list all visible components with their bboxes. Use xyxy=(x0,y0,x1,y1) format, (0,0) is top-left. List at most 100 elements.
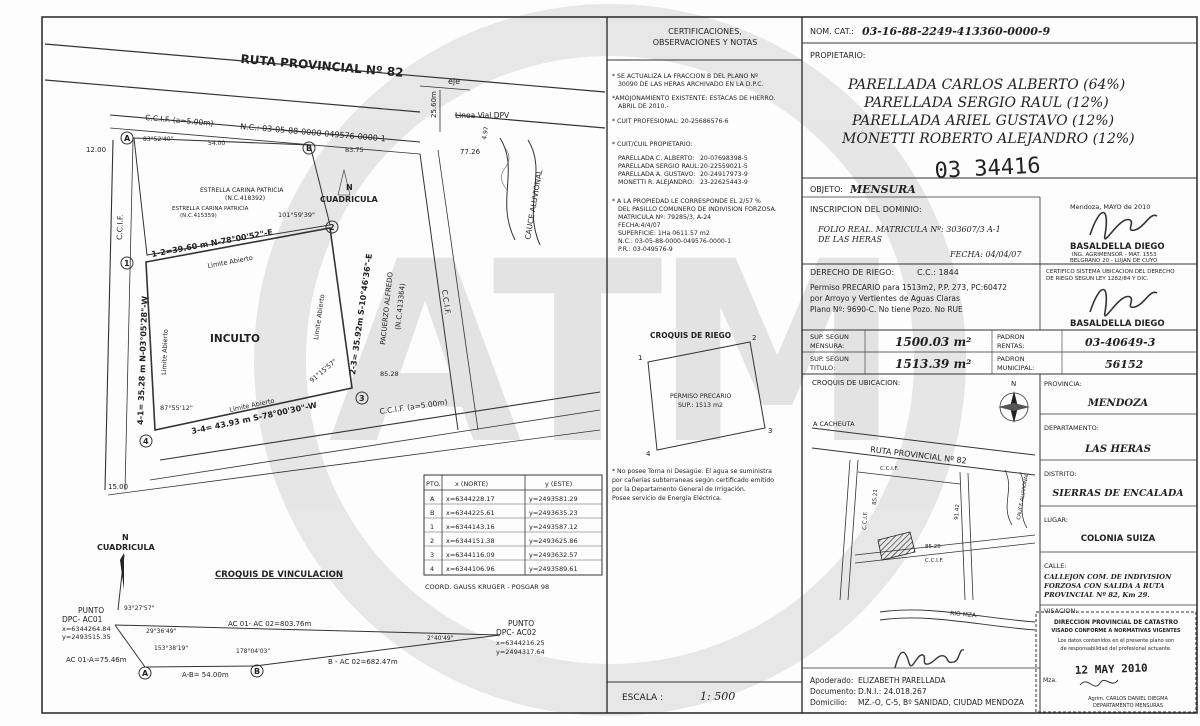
vinc-p2-y: y=2494317.64 xyxy=(496,648,545,656)
distrito-label: DISTRITO: xyxy=(1044,470,1077,478)
sup-titulo-label-2: TITULO: xyxy=(809,364,835,372)
svg-text:PARELLADA A. GUSTAVO:: PARELLADA A. GUSTAVO: xyxy=(618,171,695,178)
vertex-markers: A B 1 2 3 4 xyxy=(120,131,369,448)
parcel-polygon xyxy=(145,227,353,431)
vertex-4: 4 xyxy=(143,437,149,446)
vinc-p1-title: PUNTO xyxy=(78,606,104,615)
svg-text:3: 3 xyxy=(430,551,434,559)
coords-header-y: y (ESTE) xyxy=(545,480,572,488)
estrella-2-nc: (N.C.415359) xyxy=(180,213,217,219)
padron-mun-value: 56152 xyxy=(1105,358,1144,371)
lugar-value: COLONIA SUIZA xyxy=(1081,534,1156,544)
vinc-p2-name: DPC- AC02 xyxy=(496,628,537,637)
vertex-a: A xyxy=(124,134,131,143)
owner-4: MONETTI ROBERTO ALEJANDRO (12%) xyxy=(841,131,1135,147)
svg-text:y=2493625.86: y=2493625.86 xyxy=(529,537,578,545)
stamp-mza: Mza. xyxy=(1043,677,1057,684)
vinc-p1-name: DPC- AC01 xyxy=(62,615,103,624)
vinc-north-label: CUADRICULA xyxy=(97,543,156,552)
note-6: * No posee Torna ni Desagüe. El agua se … xyxy=(612,468,772,475)
svg-text:PARELLADA SERGIO RAUL:: PARELLADA SERGIO RAUL: xyxy=(618,163,700,170)
inscripcion-2: DE LAS HERAS xyxy=(817,235,883,244)
svg-text:20-24917973-9: 20-24917973-9 xyxy=(700,171,748,178)
sup-mensura-value: 1500.03 m² xyxy=(895,335,971,349)
ccif-right: C.C.I.F. xyxy=(440,289,452,315)
note-5: * A LA PROPIEDAD LE CORRESPONDE EL 2/57 … xyxy=(612,198,761,205)
objeto-label: OBJETO: xyxy=(810,185,843,194)
signature-2 xyxy=(1089,288,1158,317)
svg-text:1: 1 xyxy=(430,523,434,531)
svg-text:20-07698398-5: 20-07698398-5 xyxy=(700,155,748,162)
sup-mensura-label-2: MENSURA: xyxy=(810,342,844,350)
escala-label: ESCALA : xyxy=(622,693,663,703)
svg-text:x=6344143.16: x=6344143.16 xyxy=(446,523,495,531)
notes-title-1: CERTIFICACIONES, xyxy=(668,27,742,36)
inculto-label: INCULTO xyxy=(210,333,260,345)
estrella-1-nc: (N.C.418392) xyxy=(225,195,265,202)
vinc-line-main: AC 01- AC 02=803.76m xyxy=(228,620,311,628)
note-3: * CUIT PROFESIONAL: 20-25686576-6 xyxy=(612,118,729,125)
ub-rio: RIO MZA. xyxy=(950,610,978,619)
ub-ccif-1: C.C.I.F. xyxy=(880,466,899,472)
calle-2: FORZOSA CON SALIDA A RUTA xyxy=(1043,582,1165,590)
estrella-1: ESTRELLA CARINA PATRICIA xyxy=(200,187,284,194)
provincia-label: PROVINCIA: xyxy=(1044,380,1082,388)
note-5e: SUPERFICIE: 1Ha 0611.57 m2 xyxy=(618,230,710,237)
svg-text:y=2493589.61: y=2493589.61 xyxy=(529,565,578,573)
vertex-b: B xyxy=(306,144,312,153)
vinc-title: CROQUIS DE VINCULACION xyxy=(215,570,343,580)
dim-5400: 54.00 xyxy=(208,140,225,147)
note-6d: Posee servicio de Energía Eléctrica. xyxy=(612,494,722,502)
side-4-1: 4-1= 35.28 m N-03°05'28"-W xyxy=(136,296,150,425)
note-5b: DEL PASILLO COMUNERO DE INDIVISION FORZO… xyxy=(618,206,777,213)
apoderado-label: Apoderado: xyxy=(810,676,853,685)
vinc-ang-d: 178°04'03" xyxy=(236,648,270,655)
svg-text:y=2493635.23: y=2493635.23 xyxy=(529,509,578,517)
outer-frame xyxy=(41,16,1198,714)
svg-text:A: A xyxy=(430,495,435,503)
svg-text:y=2493581.29: y=2493581.29 xyxy=(529,495,578,503)
note-6c: por la Departamento General de Irrigació… xyxy=(612,485,746,493)
ang-1: 83°52'40" xyxy=(143,136,174,143)
svg-text:x=6344116.09: x=6344116.09 xyxy=(446,551,495,559)
domicilio-label: Domicilio: xyxy=(810,698,847,707)
riego-line-2: por Arroyo y Vertientes de Aguas Claras xyxy=(810,294,960,303)
stamp-4: de responsabilidad del profesional actua… xyxy=(1060,646,1172,652)
dim-7726: 77.26 xyxy=(460,148,481,156)
vertex-2: 2 xyxy=(329,223,335,232)
plan-north-label: CUADRICULA xyxy=(320,195,379,204)
riego-title: CROQUIS DE RIEGO xyxy=(650,331,731,340)
stamp-3: Los datos contenidos en el presente plan… xyxy=(1058,638,1174,644)
road-title: RUTA PROVINCIAL Nº 82 xyxy=(240,52,404,80)
dim-8528: 85.28 xyxy=(380,370,399,378)
distrito-value: SIERRAS DE ENCALADA xyxy=(1052,488,1183,499)
ubicacion-label: CROQUIS DE UBICACION: xyxy=(812,379,900,387)
note-1b: 30090 DE LAS HERAS ARCHIVADO EN LA D.P.C… xyxy=(618,81,764,88)
vinc-p1-x: x=6344264.84 xyxy=(62,625,111,633)
domicilio-value: MZ.-O, C-5, Bº SANIDAD, CIUDAD MENDOZA xyxy=(858,698,1025,707)
ub-8521: 85.21 xyxy=(872,489,879,505)
svg-text:y=2493587.12: y=2493587.12 xyxy=(529,523,578,531)
visacion-label: VISACION: xyxy=(1044,607,1078,615)
coords-row: 1 x=6344143.16 y=2493587.12 xyxy=(430,523,578,531)
dim-2560: 25.60m xyxy=(430,91,438,118)
ub-north-n: N xyxy=(1011,380,1016,388)
vinc-p2-x: x=6344216.25 xyxy=(496,639,545,647)
note-5c: MATRICULA Nº: 79285/3, A-24 xyxy=(618,214,711,221)
svg-text:x=6344228.17: x=6344228.17 xyxy=(446,495,495,503)
cert-1: CERTIFICO SISTEMA UBICACION DEL DERECHO xyxy=(1046,269,1175,275)
documento-value: D.N.I.: 24.018.267 xyxy=(858,687,927,696)
riego-line-1: Permiso PRECARIO para 1513m2, P.P. 273, … xyxy=(810,283,1007,292)
owner-2: PARELLADA SERGIO RAUL (12%) xyxy=(863,95,1109,111)
svg-text:B: B xyxy=(430,509,434,517)
cert-2: DE RIEGO SEGUN LEY 1282/84 Y DIC. xyxy=(1046,276,1149,282)
note-1: * SE ACTUALIZA LA FRACCION B DEL PLANO N… xyxy=(612,73,758,80)
nomcat-label: NOM. CAT.: xyxy=(810,27,854,36)
sup-titulo-label-1: SUP. SEGUN xyxy=(810,355,849,363)
note-6b: por cañerias subterraneas según certific… xyxy=(612,476,774,484)
